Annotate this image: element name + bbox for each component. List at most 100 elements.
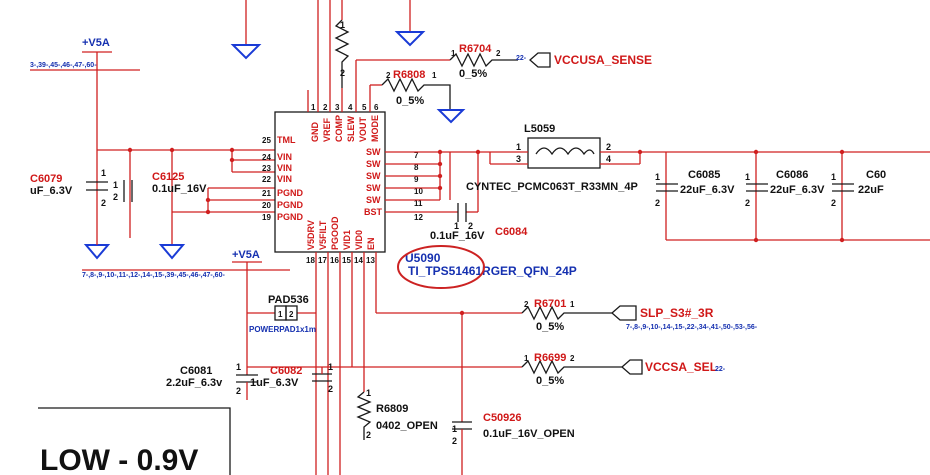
svg-text:VREF: VREF <box>322 117 332 142</box>
capacitor-c6125[interactable]: C6125 0.1uF_16V 1 2 <box>113 171 207 202</box>
resistor-r6808[interactable]: R6808 0_5% 2 1 <box>370 69 466 124</box>
svg-text:2: 2 <box>386 71 391 80</box>
ic-bottom-pins: V5DRV V5FILT PGOOD VID1 VID0 EN 18 17 16… <box>306 216 377 475</box>
svg-text:0_5%: 0_5% <box>459 68 487 80</box>
ground-symbol-top-1 <box>230 0 262 60</box>
capacitor-c6084[interactable]: 1 2 0.1uF_16V C6084 <box>430 203 528 242</box>
svg-text:22uF: 22uF <box>858 184 884 196</box>
svg-text:1: 1 <box>311 103 316 112</box>
svg-text:12: 12 <box>414 213 423 222</box>
v5a-label-top: +V5A <box>82 37 110 49</box>
frame-border <box>38 407 231 475</box>
net-slp-s3[interactable]: SLP_S3#_3R 7-,8-,9-,10-,14-,15-,22-,34-,… <box>611 305 758 331</box>
svg-text:2: 2 <box>831 198 836 208</box>
svg-text:EN: EN <box>366 237 376 250</box>
svg-text:2: 2 <box>340 68 345 78</box>
svg-text:10: 10 <box>414 187 423 196</box>
svg-text:25: 25 <box>262 136 271 145</box>
svg-text:1: 1 <box>570 300 575 309</box>
svg-text:R6809: R6809 <box>376 403 408 415</box>
svg-text:VIN: VIN <box>277 174 292 184</box>
svg-text:1: 1 <box>432 71 437 80</box>
svg-text:4: 4 <box>606 154 611 164</box>
svg-text:7-,8-,9-,10-,14-,15-,22-,34-,4: 7-,8-,9-,10-,14-,15-,22-,34-,41-,50-,53-… <box>626 324 758 331</box>
svg-text:CYNTEC_PCMC063T_R33MN_4P: CYNTEC_PCMC063T_R33MN_4P <box>466 181 638 193</box>
svg-text:PAD536: PAD536 <box>268 294 309 306</box>
ground-symbol-left-2 <box>158 244 186 260</box>
svg-text:1: 1 <box>366 388 371 398</box>
resistor-r6704[interactable]: R6704 0_5% 1 2 <box>356 43 518 80</box>
ground-symbol-top-2 <box>394 0 426 47</box>
svg-text:2.2uF_6.3v: 2.2uF_6.3v <box>166 377 223 389</box>
svg-text:R6704: R6704 <box>459 43 492 55</box>
capacitor-c6086[interactable]: C6086 22uF_6.3V 1 2 <box>745 152 825 240</box>
ic-right-pins: SW 7 SW 8 SW 9 SW 10 SW 11 BST 12 <box>364 147 490 222</box>
svg-text:SW: SW <box>366 159 381 169</box>
capacitor-c50926[interactable]: C50926 0.1uF_16V_OPEN 1 2 <box>452 313 575 475</box>
svg-text:18: 18 <box>306 256 315 265</box>
svg-text:8: 8 <box>414 163 419 172</box>
svg-text:2: 2 <box>328 384 333 394</box>
svg-text:0.1uF_16V: 0.1uF_16V <box>430 230 485 242</box>
resistor-r6809[interactable]: 1 2 R6809 0402_OPEN <box>356 388 438 440</box>
ic-part: TI_TPS51461RGER_QFN_24P <box>408 264 577 278</box>
svg-text:7: 7 <box>414 151 419 160</box>
svg-text:5: 5 <box>362 103 367 112</box>
net-vccusa-sense[interactable]: 22- VCCUSA_SENSE <box>516 52 652 68</box>
svg-text:1: 1 <box>516 142 521 152</box>
svg-text:VCCSA_SEL: VCCSA_SEL <box>645 360 717 374</box>
svg-text:BST: BST <box>364 207 383 217</box>
svg-text:1: 1 <box>831 172 836 182</box>
svg-text:VCCUSA_SENSE: VCCUSA_SENSE <box>554 53 652 67</box>
svg-text:3: 3 <box>335 103 340 112</box>
resistor-r6701[interactable]: R6701 0_5% 2 1 <box>376 298 612 333</box>
svg-text:C6086: C6086 <box>776 169 808 181</box>
c6125-value: 0.1uF_16V <box>152 183 207 195</box>
svg-text:1uF_6.3V: 1uF_6.3V <box>250 377 299 389</box>
svg-text:22-: 22- <box>516 55 527 62</box>
svg-text:4: 4 <box>348 103 353 112</box>
svg-text:2: 2 <box>366 430 371 440</box>
svg-text:GND: GND <box>310 122 320 143</box>
pad-pad536[interactable]: 1 2 PAD536 POWERPAD1x1m <box>247 294 316 334</box>
svg-text:1: 1 <box>745 172 750 182</box>
capacitor-c60xx[interactable]: C60 22uF 1 2 <box>831 152 886 240</box>
svg-text:MODE: MODE <box>370 115 380 142</box>
svg-text:1: 1 <box>452 424 457 434</box>
net-vccsa-sel[interactable]: VCCSA_SEL 22- <box>621 359 726 375</box>
resistor-r6699[interactable]: R6699 0_5% 1 2 <box>352 352 622 387</box>
svg-text:11: 11 <box>414 199 423 208</box>
svg-text:SLEW: SLEW <box>346 115 356 142</box>
svg-text:1: 1 <box>524 354 529 363</box>
svg-text:21: 21 <box>262 189 271 198</box>
v5a-rail-top: +V5A 3-,39-,45-,46-,47-,60- <box>30 37 140 238</box>
svg-text:L5059: L5059 <box>524 123 555 135</box>
svg-text:6: 6 <box>374 103 379 112</box>
c6125-ref: C6125 <box>152 171 184 183</box>
highlight-circle <box>397 245 485 289</box>
svg-text:16: 16 <box>330 256 339 265</box>
svg-text:SLP_S3#_3R: SLP_S3#_3R <box>640 306 714 320</box>
svg-text:COMP: COMP <box>334 115 344 142</box>
svg-text:VID1: VID1 <box>342 230 352 250</box>
svg-text:23: 23 <box>262 164 271 173</box>
svg-text:C6081: C6081 <box>180 365 212 377</box>
capacitor-c6085[interactable]: C6085 22uF_6.3V 1 2 <box>655 152 735 240</box>
capacitor-c6082[interactable]: C6082 1uF_6.3V 1 2 <box>247 362 352 394</box>
inductor-l5059[interactable]: L5059 CYNTEC_PCMC063T_R33MN_4P 1 3 2 4 <box>466 123 930 193</box>
svg-text:1: 1 <box>278 310 283 319</box>
svg-text:2: 2 <box>655 198 660 208</box>
v5a-refs-bottom: 7-,8-,9-,10-,11-,12-,14-,15-,39-,45-,46-… <box>82 272 225 279</box>
resistor-top[interactable]: 1 2 <box>334 0 350 88</box>
svg-text:PGND: PGND <box>277 188 304 198</box>
svg-text:SW: SW <box>366 171 381 181</box>
capacitor-c6079[interactable]: C6079 uF_6.3V 1 2 <box>30 168 108 208</box>
svg-text:R6701: R6701 <box>534 298 566 310</box>
svg-text:2: 2 <box>113 192 118 202</box>
svg-text:2: 2 <box>101 198 106 208</box>
capacitor-c6081[interactable]: C6081 2.2uF_6.3v 1 2 <box>166 362 258 400</box>
svg-text:9: 9 <box>414 175 419 184</box>
ic-top-pins: 1 2 3 4 5 6 GND VREF COMP SLEW VOUT MODE <box>307 0 380 143</box>
svg-text:0402_OPEN: 0402_OPEN <box>376 420 438 432</box>
svg-text:24: 24 <box>262 153 271 162</box>
